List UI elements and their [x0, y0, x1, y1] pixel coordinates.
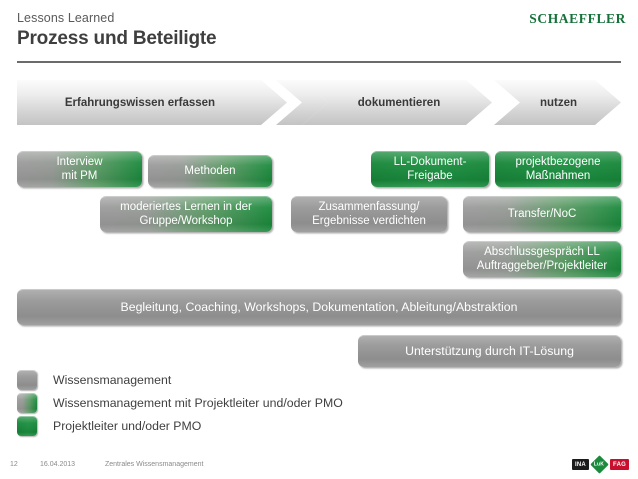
process-phase-1: Erfahrungswissen erfassen: [17, 80, 287, 125]
legend-label: Wissensmanagement: [53, 372, 172, 387]
luk-logo-text: LuK: [594, 461, 605, 468]
legend-swatch-mixed: [17, 392, 37, 413]
box-ll-dokument-freigabe: LL-Dokument-Freigabe: [371, 151, 489, 187]
fag-logo-icon: FAG: [610, 459, 629, 470]
footer-page-number: 12: [10, 461, 18, 468]
footer-department: Zentrales Wissensmanagement: [105, 461, 204, 468]
slide-header: Lessons Learned Prozess und Beteiligte S…: [0, 0, 638, 63]
slide-eyebrow: Lessons Learned: [17, 11, 115, 25]
box-methoden: Methoden: [148, 155, 272, 187]
ina-logo-icon: INA: [572, 459, 589, 470]
process-phase-3: nutzen: [494, 80, 621, 125]
footer-date: 16.04.2013: [40, 461, 76, 468]
legend: Wissensmanagement Wissensmanagement mit …: [17, 368, 577, 437]
box-zusammenfassung: Zusammenfassung/Ergebnisse verdichten: [291, 196, 447, 232]
legend-item-wissensmanagement-mit-pl: Wissensmanagement mit Projektleiter und/…: [17, 391, 577, 414]
schaeffler-logo: SCHAEFFLER: [529, 11, 626, 26]
slide-footer: 12 16.04.2013 Zentrales Wissensmanagemen…: [0, 453, 638, 479]
box-label: Zusammenfassung/Ergebnisse verdichten: [312, 201, 426, 227]
bar-label: Unterstützung durch IT-Lösung: [405, 343, 574, 358]
box-label: LL-Dokument-Freigabe: [393, 156, 467, 182]
legend-swatch-gray: [17, 369, 37, 390]
header-divider: [17, 61, 621, 63]
legend-item-wissensmanagement: Wissensmanagement: [17, 368, 577, 391]
bar-label: Begleitung, Coaching, Workshops, Dokumen…: [120, 299, 518, 314]
box-transfer-noc: Transfer/NoC: [463, 196, 621, 232]
legend-label: Projektleiter und/oder PMO: [53, 418, 202, 433]
page-title: Prozess und Beteiligte: [17, 28, 217, 49]
box-label: Methoden: [184, 164, 236, 177]
legend-item-projektleiter-pmo: Projektleiter und/oder PMO: [17, 414, 577, 437]
footer-brand-logos: INA LuK FAG: [572, 455, 629, 474]
legend-swatch-green: [17, 415, 37, 436]
legend-label: Wissensmanagement mit Projektleiter und/…: [53, 395, 343, 410]
process-chevron-band: Erfahrungswissen erfassen dokumentieren …: [17, 80, 621, 125]
bar-begleitung-coaching: Begleitung, Coaching, Workshops, Dokumen…: [17, 289, 621, 325]
process-phase-2: dokumentieren: [302, 80, 492, 125]
box-label: Transfer/NoC: [507, 207, 577, 220]
bar-it-unterstuetzung: Unterstützung durch IT-Lösung: [358, 335, 621, 367]
luk-logo-icon: LuK: [590, 455, 609, 474]
